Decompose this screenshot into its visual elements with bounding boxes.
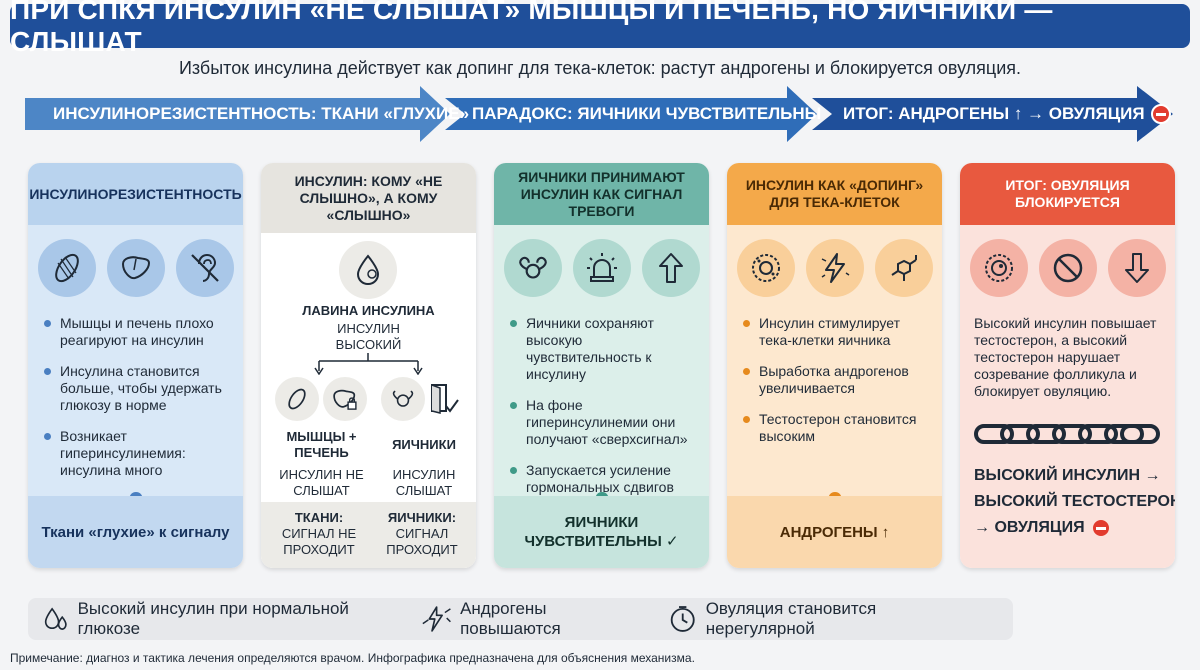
card-footer: ТКАНИ: СИГНАЛ НЕ ПРОХОДИТ ЯИЧНИКИ: СИГНА… — [261, 502, 476, 568]
arrow-3-text: ИТОГ: АНДРОГЕНЫ ↑ → ОВУЛЯЦИЯ — [843, 104, 1145, 123]
deaf-ear-icon — [175, 239, 234, 297]
card-body: ЛАВИНА ИНСУЛИНА ИНСУЛИН ВЫСОКИЙ МЫШЦЫ + … — [261, 233, 476, 568]
alarm-siren-icon — [572, 239, 631, 297]
arrow-3-shape — [812, 86, 1173, 142]
card-body: Инсулин стимулирует тека-клетки яичника … — [727, 225, 942, 568]
icon-row — [727, 239, 942, 297]
blocked-icon — [1038, 239, 1097, 297]
legend-text: Высокий инсулин при нормальной глюкозе — [77, 599, 349, 638]
card-header: ЯИЧНИКИ ПРИНИМАЮТ ИНСУЛИН КАК СИГНАЛ ТРЕ… — [494, 163, 709, 225]
ovary-icon — [381, 377, 425, 421]
insulin-drop-icon — [339, 241, 397, 299]
list-item: Мышцы и печень плохо реагируют на инсули… — [44, 315, 233, 349]
list-item: Инсулин стимулирует тека-клетки яичника — [743, 315, 932, 349]
card-insulin-resistance: ИНСУЛИНОРЕЗИСТЕНТНОСТЬ Мышцы и печень пл… — [28, 163, 243, 568]
arrow-2-label: ПАРАДОКС: ЯИЧНИКИ ЧУВСТВИТЕЛЬНЫ — [472, 104, 822, 123]
muscle-liver-title: МЫШЦЫ + ПЕЧЕНЬ — [286, 429, 357, 460]
icon-row — [494, 239, 709, 297]
icon-row — [960, 239, 1175, 297]
process-arrows: ИНСУЛИНОРЕЗИСТЕНТНОСТЬ: ТКАНИ «ГЛУХИЕ» П… — [25, 86, 1175, 142]
result-line-3: → ОВУЛЯЦИЯ — [974, 519, 1085, 536]
list-item: Выработка андрогенов увеличивается — [743, 363, 932, 397]
ovaries-text: ИНСУЛИН СЛЫШАТ — [392, 467, 456, 498]
footnote: Примечание: диагноз и тактика лечения оп… — [10, 651, 695, 665]
lightning-icon — [805, 239, 864, 297]
liver-lock-icon — [323, 377, 367, 421]
result-chain: ВЫСОКИЙ ИНСУЛИН → ВЫСОКИЙ ТЕСТОСТЕРОН → … — [974, 463, 1175, 541]
footer-tissues-title: ТКАНИ: — [294, 510, 344, 525]
muscle-liver-icons — [275, 377, 375, 423]
footer-tissues-text: СИГНАЛ НЕ ПРОХОДИТ — [281, 526, 357, 557]
arrow-2-shape — [445, 86, 817, 142]
muscle-icon — [37, 239, 96, 297]
arrow-1-label: ИНСУЛИНОРЕЗИСТЕНТНОСТЬ: ТКАНИ «ГЛУХИЕ» — [53, 104, 470, 123]
page-title: ПРИ СПКЯ ИНСУЛИН «НЕ СЛЫШАТ» МЫШЦЫ И ПЕЧ… — [10, 0, 1053, 57]
legend: Высокий инсулин при нормальной глюкозе А… — [28, 598, 1013, 640]
bullet-list: Яичники сохраняют высокую чувствительнос… — [510, 315, 699, 510]
result-text: Высокий инсулин повышает тестостерон, а … — [974, 315, 1157, 399]
lightning-hormone-icon — [422, 606, 451, 632]
footer-tissues: ТКАНИ: СИГНАЛ НЕ ПРОХОДИТ — [269, 510, 369, 558]
legend-text: Овуляция становится нерегулярной — [705, 599, 877, 638]
card-body: Мышцы и печень плохо реагируют на инсули… — [28, 225, 243, 568]
list-item: Тестостерон становится высоким — [743, 411, 932, 445]
list-item: Инсулина становится больше, чтобы удержа… — [44, 363, 233, 414]
open-door-check-icon — [429, 377, 465, 421]
ovary-icon — [503, 239, 562, 297]
arrow-up-icon — [641, 239, 700, 297]
list-item: Яичники сохраняют высокую чувствительнос… — [510, 315, 699, 383]
card-body: Высокий инсулин повышает тестостерон, а … — [960, 225, 1175, 568]
legend-item: Андрогены повышаются — [421, 599, 636, 639]
card-ovulation-blocked: ИТОГ: ОВУЛЯЦИЯ БЛОКИРУЕТСЯ Высокий инсул… — [960, 163, 1175, 568]
list-item: Запускается усиление гормональных сдвиго… — [510, 462, 699, 496]
list-item: На фоне гиперинсулинемии они получают «с… — [510, 397, 699, 448]
follicle-icon — [969, 239, 1028, 297]
legend-text: Андрогены повышаются — [460, 599, 561, 638]
drops-icon — [44, 607, 67, 630]
arrow-3-label: ИТОГ: АНДРОГЕНЫ ↑ → ОВУЛЯЦИЯ — [843, 86, 1171, 142]
card-insulin-doping: ИНСУЛИН КАК «ДОПИНГ» ДЛЯ ТЕКА-КЛЕТОК Инс… — [727, 163, 942, 568]
muscle-icon — [275, 377, 319, 421]
ovary-door-icons — [381, 377, 466, 423]
card-header: ИНСУЛИН: КОМУ «НЕ СЛЫШНО», А КОМУ «СЛЫШН… — [261, 163, 476, 233]
card-header: ИТОГ: ОВУЛЯЦИЯ БЛОКИРУЕТСЯ — [960, 163, 1175, 225]
card-header: ИНСУЛИН КАК «ДОПИНГ» ДЛЯ ТЕКА-КЛЕТОК — [727, 163, 942, 225]
legend-item: Овуляция становится нерегулярной — [668, 599, 967, 639]
legend-item: Высокий инсулин при нормальной глюкозе — [42, 599, 389, 639]
stop-icon — [1150, 104, 1171, 124]
bullet-list: Инсулин стимулирует тека-клетки яичника … — [743, 315, 932, 459]
insulin-high-label: ИНСУЛИН ВЫСОКИЙ — [335, 321, 402, 352]
footer-ovaries: ЯИЧНИКИ: СИГНАЛ ПРОХОДИТ — [374, 510, 470, 558]
list-item: Возникает гиперинсулинемия: инсулина мно… — [44, 428, 233, 479]
chain-icon — [974, 424, 1160, 444]
stop-icon — [1090, 517, 1111, 538]
cell-icon — [736, 239, 795, 297]
card-header: ИНСУЛИНОРЕЗИСТЕНТНОСТЬ — [28, 163, 243, 225]
card-footer: АНДРОГЕНЫ ↑ — [727, 496, 942, 568]
card-body: Яичники сохраняют высокую чувствительнос… — [494, 225, 709, 568]
clock-icon — [671, 606, 695, 632]
avalanche-label: ЛАВИНА ИНСУЛИНА — [302, 303, 435, 318]
bullet-list: Мышцы и печень плохо реагируют на инсули… — [44, 315, 233, 493]
result-line-2: ВЫСОКИЙ ТЕСТОСТЕРОН — [974, 493, 1175, 510]
card-footer: ЯИЧНИКИ ЧУВСТВИТЕЛЬНЫ ✓ — [494, 496, 709, 568]
footer-ovaries-text: СИГНАЛ ПРОХОДИТ — [386, 526, 458, 557]
arrow-down-icon — [1107, 239, 1166, 297]
icon-row — [28, 239, 243, 297]
ovaries-title: ЯИЧНИКИ — [392, 437, 456, 452]
footer-ovaries-title: ЯИЧНИКИ: — [387, 510, 457, 525]
liver-icon — [106, 239, 165, 297]
result-line-3-row: → ОВУЛЯЦИЯ — [974, 515, 1175, 541]
muscle-liver-text: ИНСУЛИН НЕ СЛЫШАТ — [279, 467, 364, 498]
card-footer: Ткани «глухие» к сигналу — [28, 496, 243, 568]
hormone-molecule-icon — [874, 239, 933, 297]
subtitle: Избыток инсулина действует как допинг дл… — [178, 58, 1022, 78]
arrow-shapes — [25, 86, 1173, 142]
arrow-1-shape — [25, 86, 450, 142]
result-line-1: ВЫСОКИЙ ИНСУЛИН → — [974, 467, 1161, 484]
card-ovaries-alarm: ЯИЧНИКИ ПРИНИМАЮТ ИНСУЛИН КАК СИГНАЛ ТРЕ… — [494, 163, 709, 568]
card-who-hears-insulin: ИНСУЛИН: КОМУ «НЕ СЛЫШНО», А КОМУ «СЛЫШН… — [261, 163, 476, 568]
split-arrows — [314, 353, 423, 375]
title-bar: ПРИ СПКЯ ИНСУЛИН «НЕ СЛЫШАТ» МЫШЦЫ И ПЕЧ… — [10, 0, 1190, 57]
